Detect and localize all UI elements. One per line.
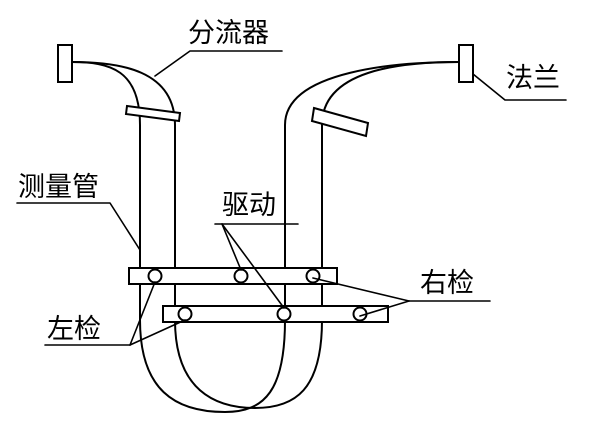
splitter-leader: [154, 50, 283, 77]
left-detector-label: 左检: [47, 314, 101, 345]
upper-right-sensor: [305, 268, 321, 284]
lower-left-sensor: [177, 306, 193, 322]
left-flange: [57, 44, 73, 83]
measuring-tube-outer: [71, 61, 460, 409]
lower-drive-coil: [276, 306, 292, 322]
right-tube-clamp: [310, 106, 370, 138]
right-detector-leader-a: [312, 277, 410, 302]
lower-sensor-bar: [162, 305, 389, 323]
splitter-label: 分流器: [188, 18, 269, 49]
flange-label: 法兰: [506, 63, 560, 94]
flange-leader: [472, 73, 567, 101]
measuring-tube-inner: [71, 61, 460, 413]
upper-drive-coil: [233, 268, 249, 284]
drive-leader-a: [221, 223, 242, 271]
measuring-tube-leader: [16, 202, 141, 251]
drive-label: 驱动: [222, 190, 276, 221]
right-flange: [458, 44, 474, 83]
left-detector-leader-b: [129, 319, 186, 346]
left-tube-clamp: [124, 104, 182, 123]
right-detector-leader-b: [359, 300, 410, 317]
upper-sensor-bar: [128, 267, 338, 285]
measuring-tube-label: 测量管: [18, 172, 99, 203]
upper-left-sensor: [147, 268, 163, 284]
left-detector-leader-a: [129, 281, 156, 346]
right-detector-label: 右检: [420, 268, 474, 299]
drive-leader-b: [221, 223, 285, 309]
